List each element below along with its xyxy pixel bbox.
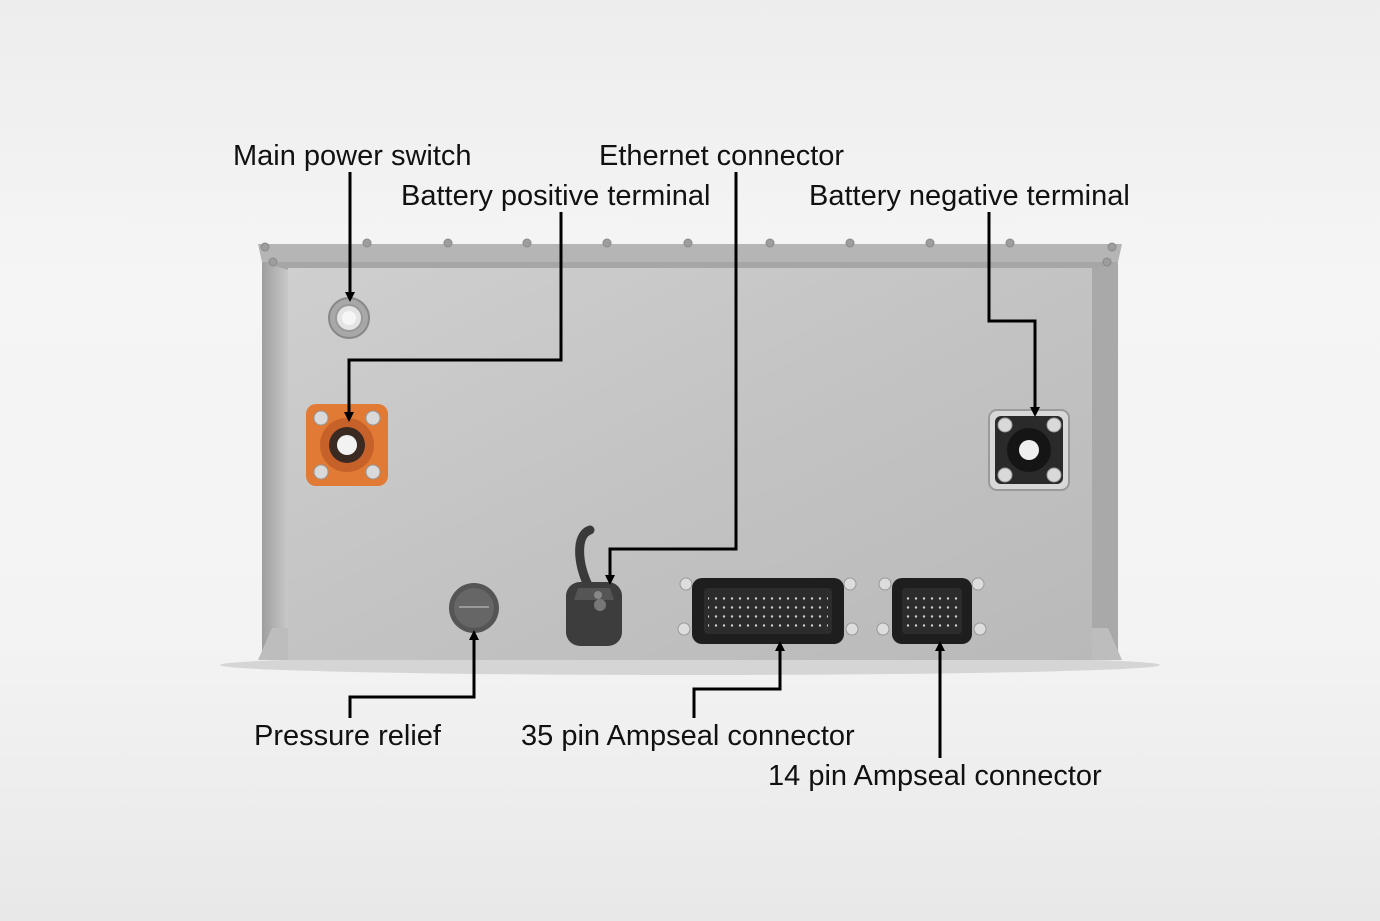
leader-ethernet	[605, 172, 738, 585]
label-pressure-relief: Pressure relief	[254, 720, 441, 752]
ethernet-connector	[566, 525, 622, 646]
ampseal-35-connector	[677, 577, 859, 644]
label-main-power-switch: Main power switch	[233, 140, 472, 172]
battery-negative-terminal	[988, 409, 1070, 491]
label-ethernet-connector: Ethernet connector	[599, 140, 845, 172]
label-battery-positive-terminal: Battery positive terminal	[401, 180, 711, 212]
pressure-relief	[449, 583, 499, 633]
leader-battery-negative	[987, 212, 1040, 417]
main-power-switch	[328, 297, 370, 339]
ampseal-14-connector	[876, 577, 987, 644]
leader-ampseal-35	[692, 641, 785, 718]
leader-pressure-relief	[348, 630, 479, 718]
label-ampseal-35: 35 pin Ampseal connector	[521, 720, 855, 752]
label-battery-negative-terminal: Battery negative terminal	[809, 180, 1130, 212]
flange-bolts	[260, 238, 1117, 267]
label-ampseal-14: 14 pin Ampseal connector	[768, 760, 1102, 792]
battery-positive-terminal	[306, 404, 388, 486]
leader-lines	[344, 172, 1040, 758]
leader-battery-positive	[344, 212, 563, 422]
